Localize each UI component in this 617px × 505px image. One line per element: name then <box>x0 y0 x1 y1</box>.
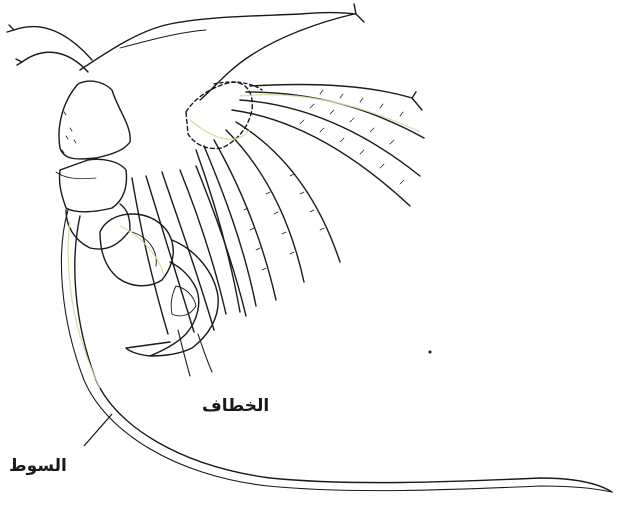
basal-segment <box>59 81 130 159</box>
exopod-plate <box>186 82 252 148</box>
hook-base-segment <box>100 214 173 286</box>
whip-leader-line <box>84 414 112 446</box>
top-spines <box>7 25 92 72</box>
stray-dot <box>429 351 432 354</box>
hook-label: الخطاف <box>202 396 269 416</box>
whip-label: السوط <box>9 456 67 476</box>
second-segment <box>59 159 126 211</box>
tint-wash <box>68 95 420 388</box>
basal-spinules <box>62 112 76 153</box>
